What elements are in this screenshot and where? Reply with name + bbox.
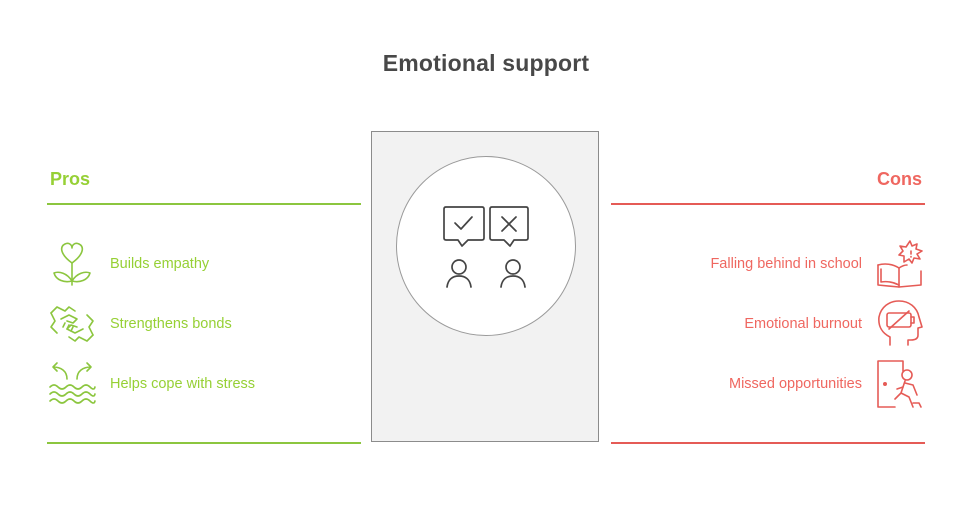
handshake-icon bbox=[47, 299, 97, 349]
book-burst-icon bbox=[875, 239, 925, 289]
pros-heading: Pros bbox=[50, 169, 91, 189]
pros-item-helps-cope-with-stress: Helps cope with stress bbox=[110, 376, 256, 392]
waves-arrows-icon bbox=[47, 359, 97, 409]
head-empty-battery-icon bbox=[875, 299, 925, 349]
cons-item-falling-behind-in-school: Falling behind in school bbox=[710, 256, 862, 272]
pros-item-strengthens-bonds: Strengthens bonds bbox=[110, 316, 232, 332]
cons-top-divider bbox=[611, 203, 925, 205]
cons-heading: Cons bbox=[877, 169, 922, 189]
heart-plant-icon bbox=[47, 239, 97, 289]
person-leaving-door-icon bbox=[875, 359, 925, 409]
cons-item-missed-opportunities: Missed opportunities bbox=[729, 376, 862, 392]
pros-top-divider bbox=[47, 203, 361, 205]
page-title: Emotional support bbox=[382, 50, 590, 76]
cons-item-emotional-burnout: Emotional burnout bbox=[744, 316, 862, 332]
cons-bottom-divider bbox=[611, 442, 925, 444]
pros-item-builds-empathy: Builds empathy bbox=[110, 256, 210, 272]
center-circle bbox=[396, 156, 576, 336]
pros-bottom-divider bbox=[47, 442, 361, 444]
two-people-check-cross-icon bbox=[438, 200, 534, 292]
